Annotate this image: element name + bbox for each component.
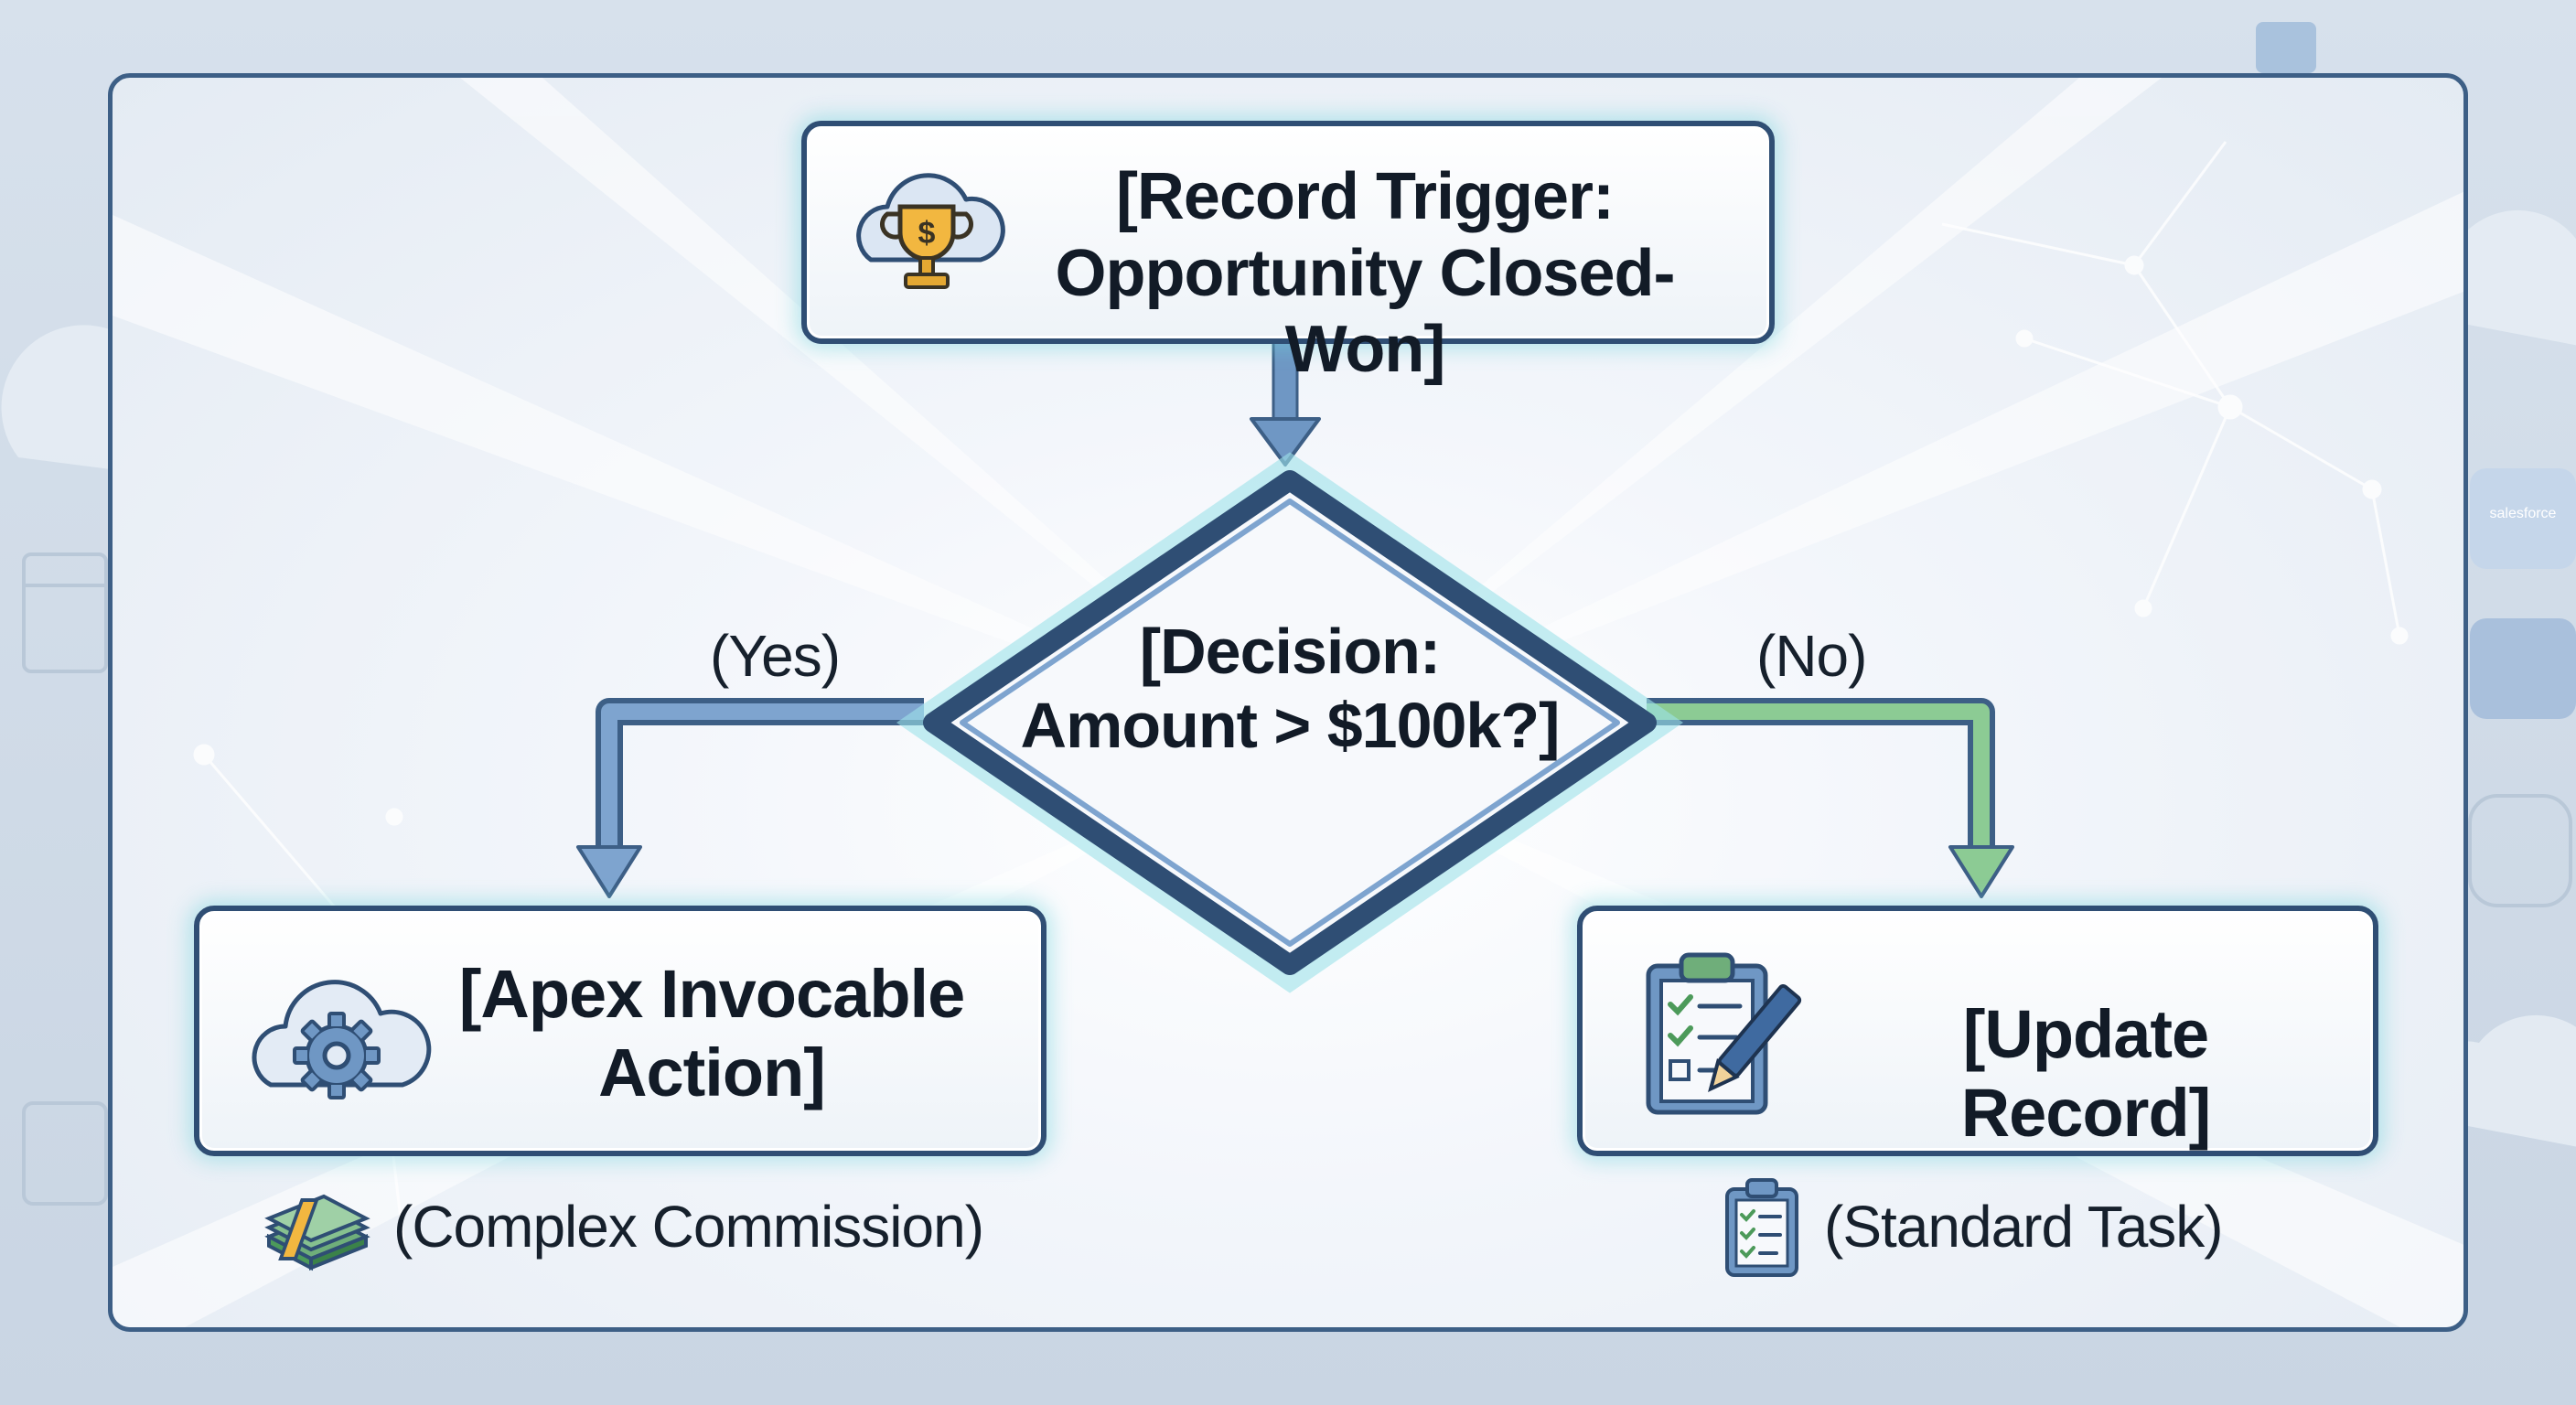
money-stack-icon bbox=[264, 1194, 370, 1271]
trophy-cloud-icon: $ bbox=[856, 173, 1005, 289]
update-record-label: [Update Record] bbox=[1960, 996, 2212, 1151]
no-branch-arrow bbox=[1647, 698, 2014, 898]
apex-action-line1: [Apex Invocable bbox=[458, 956, 966, 1032]
update-record-node[interactable]: [Update Record] bbox=[1577, 906, 2378, 1156]
trigger-label: [Record Trigger: Opportunity Closed-Won] bbox=[990, 159, 1740, 389]
yes-branch-arrow bbox=[576, 698, 924, 898]
yes-branch-label: (Yes) bbox=[710, 623, 841, 689]
trigger-line1: [Record Trigger: bbox=[1115, 160, 1615, 233]
trigger-line2: Opportunity Closed-Won] bbox=[1055, 236, 1676, 387]
trigger-to-decision-arrow bbox=[1250, 340, 1321, 467]
svg-text:$: $ bbox=[918, 216, 936, 251]
apex-action-node[interactable]: [Apex Invocable Action] bbox=[194, 906, 1046, 1156]
salesforce-badge: salesforce bbox=[2490, 506, 2557, 521]
decision-line1: [Decision: bbox=[1139, 616, 1441, 687]
update-record-note: (Standard Task) bbox=[1824, 1194, 2224, 1260]
decision-line2: Amount > $100k?] bbox=[1020, 690, 1561, 762]
apex-action-line2: Action] bbox=[598, 1034, 826, 1110]
record-trigger-node[interactable]: $ [Record Trigger: Opportunity Closed-Wo… bbox=[801, 121, 1775, 386]
apex-action-label: [Apex Invocable Action] bbox=[428, 955, 995, 1112]
decision-diamond bbox=[896, 452, 1684, 993]
checklist-clipboard-icon bbox=[1725, 1178, 1798, 1277]
decision-text: [Decision: Amount > $100k?] bbox=[970, 615, 1610, 763]
clipboard-pencil-icon bbox=[1646, 952, 1802, 1115]
gear-cloud-icon bbox=[252, 980, 432, 1099]
no-branch-label: (No) bbox=[1756, 623, 1867, 689]
apex-action-note: (Complex Commission) bbox=[393, 1194, 984, 1260]
bg-tile-icon bbox=[2256, 22, 2316, 73]
